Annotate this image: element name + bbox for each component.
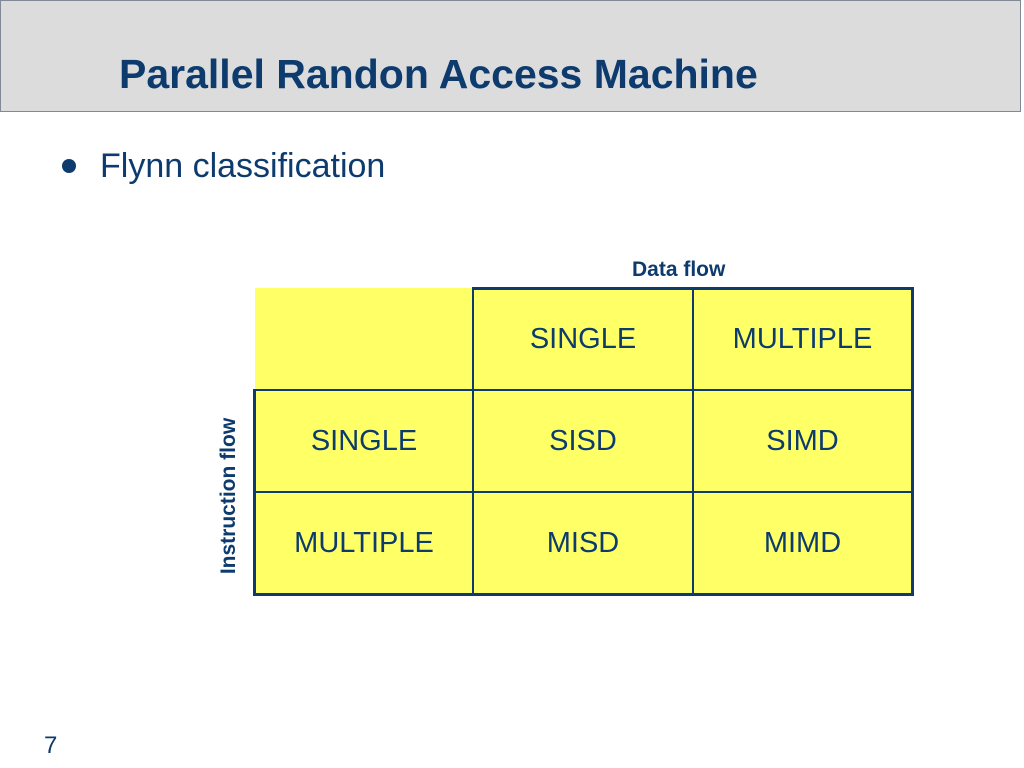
cell-simd: SIMD	[693, 390, 912, 492]
table-row-divider	[253, 491, 914, 493]
title-bar: Parallel Randon Access Machine	[0, 0, 1021, 112]
table-border-right	[911, 287, 914, 596]
instruction-flow-label: Instruction flow	[217, 417, 240, 575]
table-col-divider-1	[472, 287, 474, 596]
page-number: 7	[44, 732, 58, 759]
column-header-multiple: MULTIPLE	[693, 288, 912, 390]
table-corner-cell	[255, 288, 473, 390]
bullet-item: Flynn classification	[62, 146, 385, 186]
cell-sisd: SISD	[473, 390, 693, 492]
cell-mimd: MIMD	[693, 492, 912, 594]
table-header-divider	[253, 389, 914, 391]
row-header-multiple: MULTIPLE	[255, 492, 473, 594]
column-header-single: SINGLE	[473, 288, 693, 390]
bullet-dot-icon	[62, 159, 76, 173]
table-border-bottom	[253, 593, 914, 596]
slide-title: Parallel Randon Access Machine	[119, 51, 758, 97]
cell-misd: MISD	[473, 492, 693, 594]
table-col-divider-2	[692, 287, 694, 596]
bullet-text: Flynn classification	[100, 147, 386, 185]
row-header-single: SINGLE	[255, 390, 473, 492]
data-flow-label: Data flow	[632, 258, 726, 281]
